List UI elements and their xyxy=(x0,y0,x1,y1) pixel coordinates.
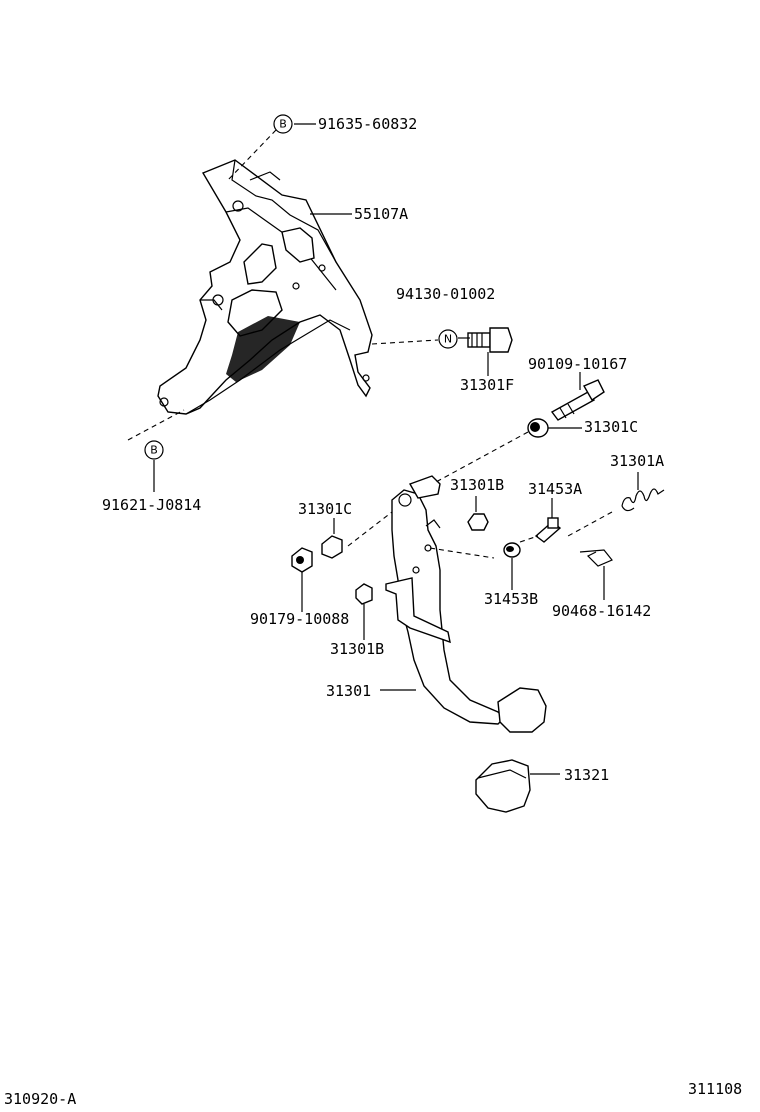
pad-31321 xyxy=(475,759,531,813)
corner-code-right: 311108 xyxy=(688,1080,742,1098)
bracket-55107a xyxy=(157,159,373,415)
label-31301b-top: 31301B xyxy=(450,476,504,494)
label-31453a: 31453A xyxy=(528,480,582,498)
svg-text:B: B xyxy=(279,118,287,131)
pin-31453a xyxy=(534,517,562,543)
label-91621-j0814: 91621-J0814 xyxy=(102,496,201,514)
nut-90179-10088 xyxy=(291,547,313,573)
bushing-31301c-top xyxy=(527,418,549,438)
bolt-90109-10167 xyxy=(550,379,605,421)
cushion-31301b-top xyxy=(467,513,489,531)
cushion-31301b-bottom xyxy=(355,583,373,605)
label-91635-60832: 91635-60832 xyxy=(318,115,417,133)
label-31301c-top: 31301C xyxy=(584,418,638,436)
label-31453b: 31453B xyxy=(484,590,538,608)
label-90179-10088: 90179-10088 xyxy=(250,610,349,628)
label-90468-16142: 90468-16142 xyxy=(552,602,651,620)
label-31301a: 31301A xyxy=(610,452,664,470)
label-94130-01002: 94130-01002 xyxy=(396,285,495,303)
label-55107a: 55107A xyxy=(354,205,408,223)
pedal-31301 xyxy=(385,475,547,733)
symbol-b-top: B xyxy=(273,114,293,134)
label-31301c-left: 31301C xyxy=(298,500,352,518)
label-31321: 31321 xyxy=(564,766,609,784)
svg-text:N: N xyxy=(444,333,452,346)
svg-text:B: B xyxy=(150,444,158,457)
bolt-31301f xyxy=(467,327,513,353)
clip-90468-16142 xyxy=(579,549,613,567)
spring-31301a xyxy=(621,488,665,512)
label-31301f: 31301F xyxy=(460,376,514,394)
bush-31453b xyxy=(503,542,521,558)
symbol-n: N xyxy=(438,329,458,349)
label-90109-10167: 90109-10167 xyxy=(528,355,627,373)
label-31301: 31301 xyxy=(326,682,371,700)
corner-code-left: 310920-A xyxy=(4,1090,76,1108)
bushing-31301c-left xyxy=(321,535,343,559)
label-31301b-bottom: 31301B xyxy=(330,640,384,658)
symbol-b-bottom: B xyxy=(144,440,164,460)
leader-lines xyxy=(127,123,639,775)
